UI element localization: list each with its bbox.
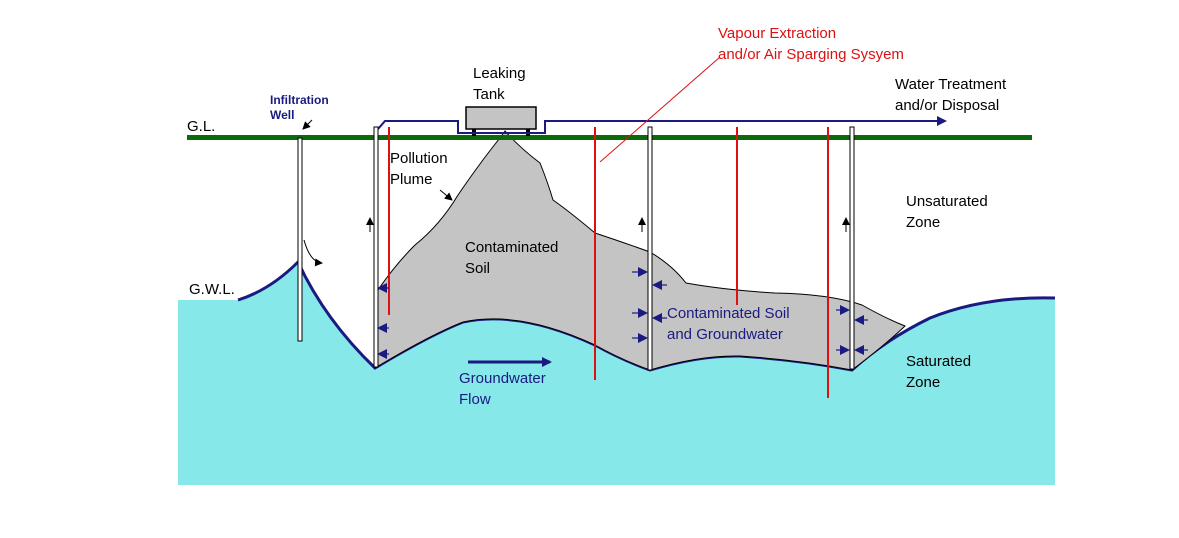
- infiltration-well-line-2: Well: [270, 108, 295, 122]
- pumping-well-2: [647, 126, 653, 371]
- water-treatment-line-2: and/or Disposal: [895, 97, 1000, 114]
- groundwater-flow-label: Groundwater Flow: [459, 368, 546, 410]
- vapour-extraction-line-1: Vapour Extraction: [718, 25, 837, 42]
- saturated-zone-label: Saturated Zone: [906, 351, 971, 393]
- ground-level-label: G.L.: [187, 118, 216, 135]
- pumping-well-1: [373, 126, 379, 368]
- infiltration-well-line-1: Infiltration: [270, 93, 329, 107]
- water-level-label: G.W.L.: [189, 281, 235, 298]
- leaking-tank-line-2: Tank: [473, 86, 505, 103]
- pollution-plume-line-2: Plume: [390, 171, 433, 188]
- contaminated-soil-label: Contaminated Soil: [465, 237, 558, 279]
- groundwater-flow-line-2: Flow: [459, 391, 491, 408]
- contaminated-groundwater-line-1: Contaminated Soil: [667, 305, 790, 322]
- pollution-pointer: [439, 189, 453, 201]
- inflow-arrows: [377, 267, 868, 359]
- unsaturated-zone-label: Unsaturated Zone: [906, 191, 988, 233]
- leaking-tank-line-1: Leaking: [473, 65, 526, 82]
- infiltration-well-label: Infiltration Well: [270, 93, 329, 123]
- leaking-tank-label: Leaking Tank: [473, 63, 526, 105]
- contaminated-groundwater-label: Contaminated Soil and Groundwater: [667, 303, 790, 345]
- pumping-well-3: [849, 126, 855, 370]
- contaminated-soil-line-2: Soil: [465, 260, 491, 277]
- saturated-zone-line-1: Saturated: [906, 353, 972, 370]
- collection-pipe: [377, 116, 947, 134]
- groundwater-flow-line-1: Groundwater: [459, 370, 546, 387]
- infiltration-flow-curve: [303, 239, 323, 267]
- ground-level-line: [187, 135, 1032, 140]
- vapour-leader-line: [599, 56, 721, 163]
- vapour-extraction-label: Vapour Extraction and/or Air Sparging Sy…: [718, 23, 904, 65]
- saturated-zone-line-2: Zone: [906, 374, 941, 391]
- contaminated-soil-line-1: Contaminated: [465, 239, 559, 256]
- water-treatment-line-1: Water Treatment: [895, 76, 1007, 93]
- pollution-plume-line-1: Pollution: [390, 150, 448, 167]
- contaminated-groundwater-line-2: and Groundwater: [667, 326, 783, 343]
- pollution-plume-label: Pollution Plume: [390, 148, 448, 190]
- unsaturated-zone-line-2: Zone: [906, 214, 941, 231]
- saturated-zone-water: [178, 262, 1055, 485]
- vapour-extraction-line-2: and/or Air Sparging Sysyem: [718, 46, 904, 63]
- unsaturated-zone-line-1: Unsaturated: [906, 193, 988, 210]
- leaking-tank: [465, 106, 537, 130]
- infiltration-well: [297, 137, 303, 342]
- infiltration-pointer: [302, 119, 313, 130]
- water-treatment-label: Water Treatment and/or Disposal: [895, 74, 1006, 116]
